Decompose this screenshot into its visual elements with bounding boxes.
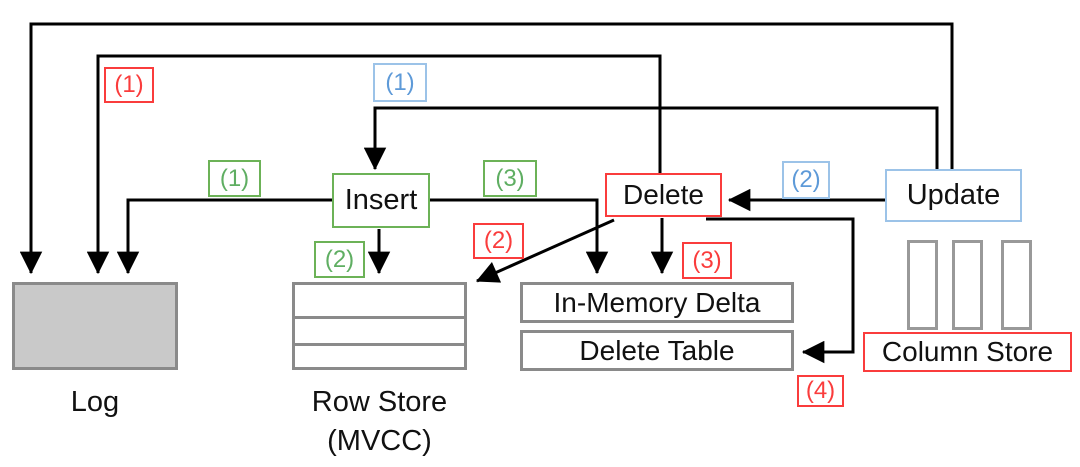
step-tag-green-2: (2)	[314, 241, 365, 278]
row-store-box	[292, 282, 467, 370]
arrow-insert-to-log	[116, 198, 332, 275]
step-tag-red-3: (3)	[682, 242, 732, 279]
update-node: Update	[885, 169, 1022, 222]
arrow-delete-to-delete-table	[706, 217, 855, 364]
in-memory-delta-node: In-Memory Delta	[520, 282, 794, 323]
step-tag-blue-1: (1)	[373, 63, 427, 102]
row-store-caption-line2: (MVCC)	[327, 425, 432, 457]
step-tag-blue-2: (2)	[782, 161, 830, 199]
log-caption: Log	[70, 386, 120, 418]
row-store-caption-line1: Row Store	[311, 386, 448, 418]
column-store-bar	[1001, 240, 1032, 330]
column-store-bar	[952, 240, 983, 330]
step-tag-red-1: (1)	[104, 67, 154, 103]
step-tag-green-1: (1)	[208, 160, 261, 197]
row-store-divider	[295, 316, 464, 319]
arrow-delete-to-rowstore	[475, 218, 615, 283]
step-tag-red-4: (4)	[797, 375, 844, 407]
arrow-update-to-insert	[363, 106, 939, 171]
insert-node: Insert	[332, 173, 430, 228]
row-store-caption: Row Store (MVCC)	[272, 383, 487, 461]
row-store-divider	[295, 343, 464, 346]
delete-table-node: Delete Table	[520, 330, 794, 371]
delete-node: Delete	[605, 173, 722, 217]
arrow-update-to-log	[19, 22, 954, 275]
step-tag-red-2: (2)	[473, 223, 524, 259]
step-tag-green-3: (3)	[483, 160, 537, 197]
arrow-insert-to-delta	[430, 198, 609, 275]
column-store-node: Column Store	[863, 332, 1072, 372]
log-box	[12, 282, 178, 370]
arrow-delete-to-log	[86, 54, 662, 275]
column-store-bar	[907, 240, 938, 330]
